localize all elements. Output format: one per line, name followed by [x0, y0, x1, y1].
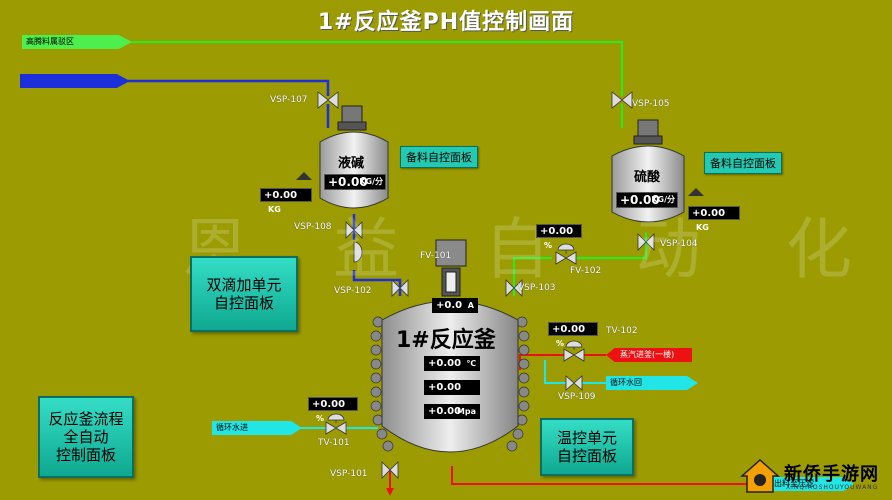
tank-lye-level-value: +0.00	[264, 190, 298, 201]
reactor-temp-value: +0.00	[428, 358, 462, 369]
valve-label-vsp107: VSP-107	[270, 95, 308, 105]
tank-acid-flow-display: +0.00 KG/分	[616, 192, 678, 208]
reactor-current-value: +0.0	[436, 300, 463, 311]
logo-text: 新侨手游网	[784, 464, 879, 485]
valve-label-vsp108: VSP-108	[294, 222, 332, 232]
tv102-display: +0.00 %	[548, 322, 598, 348]
tank-acid-level-value: +0.00	[692, 208, 726, 219]
logo-subtext: XINQIAOSHOUYOUWANG	[786, 484, 879, 491]
tank-acid-flow-value: +0.00	[620, 193, 660, 207]
tank-lye-flow-value: +0.00	[328, 175, 368, 189]
fv102-unit: %	[544, 241, 553, 250]
reactor-temp-display: +0.00 ℃	[424, 356, 480, 371]
valve-label-vsp102: VSP-102	[334, 286, 372, 296]
tv102-value: +0.00	[552, 324, 586, 335]
reactor-temp-unit: ℃	[466, 359, 476, 368]
valve-label-vsp101: VSP-101	[330, 469, 368, 479]
fv102-value: +0.00	[540, 226, 574, 237]
valve-label-fv102: FV-102	[570, 266, 602, 276]
tank-lye-level-display: +0.00 KG	[260, 188, 312, 214]
tank-lye-name: 液碱	[338, 156, 365, 171]
tv101-unit: %	[316, 414, 325, 423]
tank-lye-flow-display: +0.00 KG/分	[324, 174, 386, 190]
acid-panel-button[interactable]: 备料自控面板	[704, 152, 782, 174]
page-title: 1#反应釜PH值控制画面	[317, 10, 575, 35]
reactor-ph-display: +0.00	[424, 380, 480, 395]
valve-label-tv101: TV-101	[318, 438, 350, 448]
reactor-pressure-value: +0.00	[428, 406, 462, 417]
blue-line-flag[interactable]	[20, 74, 130, 88]
reactor-name: 1#反应釜	[396, 328, 496, 353]
temp-control-panel-button[interactable]: 温控单元 自控面板	[540, 418, 634, 476]
bottom-out-flag[interactable]: 出料至压滤	[770, 477, 854, 491]
top-line-flag[interactable]: 高腾料属驳区	[22, 35, 132, 49]
site-logo: 新侨手游网 XINQIAOSHOUYOUWANG	[740, 456, 888, 496]
valve-label-vsp109: VSP-109	[558, 392, 596, 402]
tv101-value: +0.00	[312, 399, 346, 410]
drip-unit-panel-button[interactable]: 双滴加单元 自控面板	[190, 256, 298, 332]
valve-label-vsp105: VSP-105	[632, 99, 670, 109]
lye-panel-button[interactable]: 备料自控面板	[400, 146, 478, 168]
reactor-flow-panel-button[interactable]: 反应釜流程 全自动 控制面板	[38, 396, 134, 478]
valve-label-fv101: FV-101	[420, 251, 452, 261]
tank-lye-flow-unit: KG/分	[359, 177, 383, 186]
tv101-display: +0.00 %	[308, 397, 358, 423]
reactor-pressure-display: +0.00 Mpa	[424, 404, 480, 419]
reactor-ph-value: +0.00	[428, 382, 462, 393]
tank-acid-level-display: +0.00 KG	[688, 206, 740, 232]
valve-label-tv102: TV-102	[606, 326, 638, 336]
fv102-display: +0.00 %	[536, 224, 582, 250]
circ-inlet-flag[interactable]: 循环水进	[212, 421, 302, 435]
reactor-current-display: +0.0 A	[432, 298, 478, 313]
tank-acid-level-unit: KG	[696, 223, 709, 232]
house-icon	[740, 458, 780, 493]
steam-inlet-flag[interactable]: 蒸汽进釜(一楼)	[606, 348, 692, 362]
tank-acid-flow-unit: KG/分	[651, 195, 675, 204]
valve-label-vsp103: VSP-103	[518, 283, 556, 293]
circ-return-flag[interactable]: 循环水回	[606, 376, 698, 390]
valve-label-vsp104: VSP-104	[660, 239, 698, 249]
reactor-current-unit: A	[467, 301, 474, 310]
tank-acid-name: 硫酸	[634, 170, 661, 185]
tv102-unit: %	[556, 339, 565, 348]
reactor-pressure-unit: Mpa	[456, 407, 476, 416]
tank-lye-level-unit: KG	[268, 205, 281, 214]
